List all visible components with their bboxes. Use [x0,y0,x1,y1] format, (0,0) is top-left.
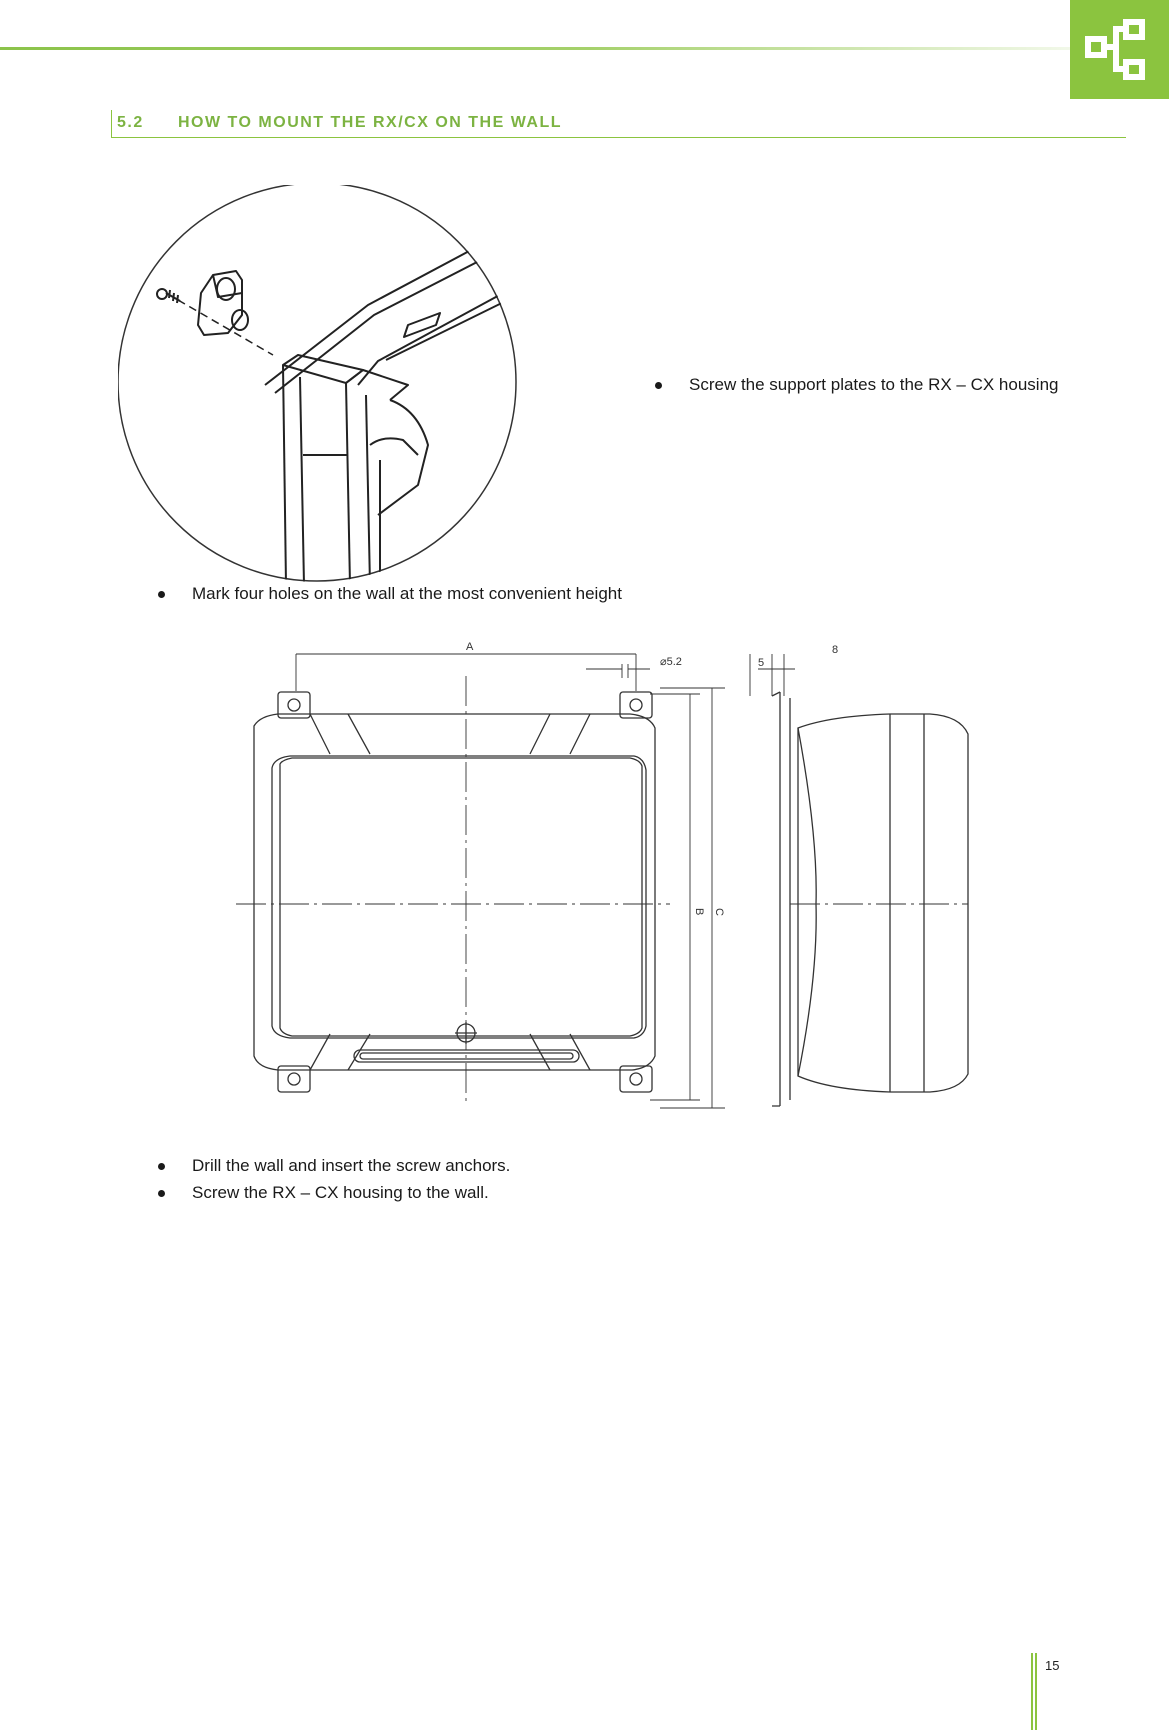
dimension-a-label: A [466,641,474,653]
bullet-icon [158,591,165,598]
bullet-icon [158,1190,165,1197]
section-heading: 5.2 HOW TO MOUNT THE RX/CX ON THE WALL [111,110,1126,138]
bullet-icon [655,382,662,389]
footer-rule [1035,1653,1037,1730]
dimension-b-label: B [693,908,705,915]
footer-rule [1031,1653,1033,1730]
dimension-side-5-label: 5 [758,657,764,669]
header-rule [0,47,1070,50]
section-title: HOW TO MOUNT THE RX/CX ON THE WALL [178,114,563,131]
housing-dimension-drawing: A ⌀5.2 B C 5 8 [236,641,969,1109]
network-diagram-icon [1085,19,1145,80]
page-number: 15 [1045,1658,1060,1673]
bullet-icon [158,1163,165,1170]
dimension-c-label: C [713,908,725,916]
section-number: 5.2 [117,114,144,131]
dimension-side-8-label: 8 [832,644,838,656]
support-plate-detail-figure [118,185,517,582]
dimension-hole-label: ⌀5.2 [660,656,682,668]
logo [1070,0,1169,99]
